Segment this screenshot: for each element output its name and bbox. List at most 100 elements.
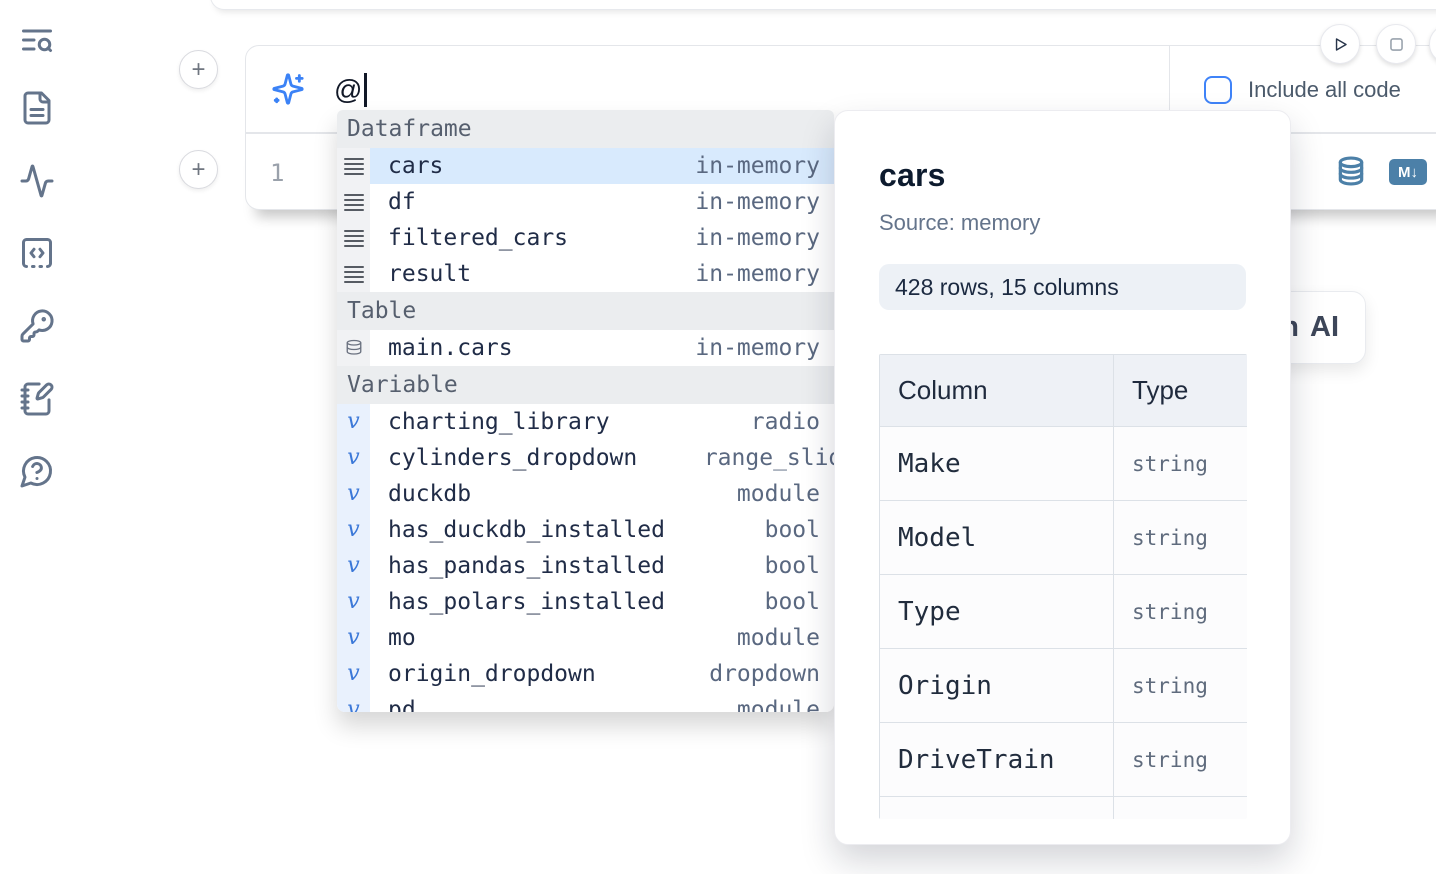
item-name: pd <box>388 697 416 712</box>
schema-column-name: Model <box>879 500 1114 575</box>
autocomplete-item[interactable]: filtered_cars in-memory <box>337 220 834 256</box>
database-icon <box>337 330 370 366</box>
variable-icon: v <box>337 548 370 584</box>
previous-cell-edge <box>210 0 1436 10</box>
item-type: bool <box>764 517 820 543</box>
activity-icon[interactable] <box>19 163 55 199</box>
ai-prompt-input[interactable]: @ <box>334 46 367 134</box>
autocomplete-item[interactable]: v has_polars_installed bool <box>337 584 834 620</box>
variable-icon: v <box>337 656 370 692</box>
rows-icon <box>337 184 370 220</box>
sparkles-icon <box>271 72 305 106</box>
item-name: filtered_cars <box>388 225 569 251</box>
item-name: df <box>388 189 416 215</box>
item-type: dropdown <box>709 661 820 687</box>
schema-column-type: string <box>1113 648 1247 723</box>
item-name: duckdb <box>388 481 472 507</box>
item-name: main.cars <box>388 335 513 361</box>
key-icon[interactable] <box>19 308 55 344</box>
schema-column-name: Origin <box>879 648 1114 723</box>
rows-icon <box>337 220 370 256</box>
autocomplete-section-header: Variable <box>337 366 834 404</box>
play-icon <box>1331 35 1350 54</box>
schema-column-name: DriveTrain <box>879 722 1114 797</box>
schema-column-type: string <box>1113 500 1247 575</box>
item-type: bool <box>764 589 820 615</box>
stop-button[interactable] <box>1376 24 1416 64</box>
preview-title: cars <box>879 157 946 193</box>
item-type: range_slider <box>703 445 834 471</box>
schema-column-name: Make <box>879 426 1114 501</box>
item-name: has_polars_installed <box>388 589 665 615</box>
add-cell-above-button[interactable]: + <box>179 50 218 89</box>
variable-icon: v <box>337 692 370 712</box>
autocomplete-item[interactable]: cars in-memory <box>337 148 834 184</box>
add-cell-below-button[interactable]: + <box>179 150 218 189</box>
prompt-divider <box>1169 46 1170 132</box>
line-number: 1 <box>270 158 285 187</box>
item-type: in-memory <box>695 225 820 251</box>
item-name: charting_library <box>388 409 610 435</box>
include-all-code-checkbox[interactable] <box>1204 76 1232 104</box>
schema-header-column: Column <box>879 354 1114 427</box>
autocomplete-item[interactable]: df in-memory <box>337 184 834 220</box>
datasource-database-icon[interactable] <box>1335 155 1367 187</box>
autocomplete-item[interactable]: main.cars in-memory <box>337 330 834 366</box>
schema-row <box>879 796 1247 819</box>
item-type: module <box>736 481 820 507</box>
item-type: in-memory <box>695 189 820 215</box>
item-name: origin_dropdown <box>388 661 596 687</box>
rows-icon <box>337 148 370 184</box>
variable-icon: v <box>337 404 370 440</box>
autocomplete-section-header: Dataframe <box>337 110 834 148</box>
variable-icon: v <box>337 584 370 620</box>
autocomplete-item[interactable]: v origin_dropdown dropdown <box>337 656 834 692</box>
help-chat-icon[interactable] <box>19 453 55 489</box>
item-name: has_duckdb_installed <box>388 517 665 543</box>
file-text-icon[interactable] <box>19 90 55 126</box>
schema-column-type: string <box>1113 426 1247 501</box>
item-name: has_pandas_installed <box>388 553 665 579</box>
code-snippet-icon[interactable] <box>19 235 55 271</box>
item-type: in-memory <box>695 261 820 287</box>
schema-column-name <box>879 796 1114 819</box>
schema-column-type: string <box>1113 574 1247 649</box>
schema-header-type: Type <box>1113 354 1247 427</box>
run-cell-button[interactable] <box>1320 24 1360 64</box>
variable-icon: v <box>337 620 370 656</box>
autocomplete-item[interactable]: v pd module <box>337 692 834 712</box>
autocomplete-section-header: Table <box>337 292 834 330</box>
variable-icon: v <box>337 476 370 512</box>
notebook-pen-icon[interactable] <box>19 381 55 417</box>
autocomplete-item[interactable]: v has_duckdb_installed bool <box>337 512 834 548</box>
ai-button-label: AI <box>1310 311 1339 343</box>
rows-icon <box>337 256 370 292</box>
item-type: module <box>736 697 820 712</box>
item-type: in-memory <box>695 335 820 361</box>
prompt-value: @ <box>334 74 363 105</box>
schema-column-type <box>1113 796 1247 819</box>
item-name: cars <box>388 153 444 179</box>
schema-column-type: string <box>1113 722 1247 797</box>
item-name: mo <box>388 625 416 651</box>
sidebar <box>0 0 72 874</box>
item-type: in-memory <box>695 153 820 179</box>
text-search-icon[interactable] <box>19 22 55 58</box>
markdown-icon[interactable]: M↓ <box>1389 159 1427 185</box>
schema-column-name: Type <box>879 574 1114 649</box>
variable-icon: v <box>337 512 370 548</box>
item-name: cylinders_dropdown <box>388 445 638 471</box>
